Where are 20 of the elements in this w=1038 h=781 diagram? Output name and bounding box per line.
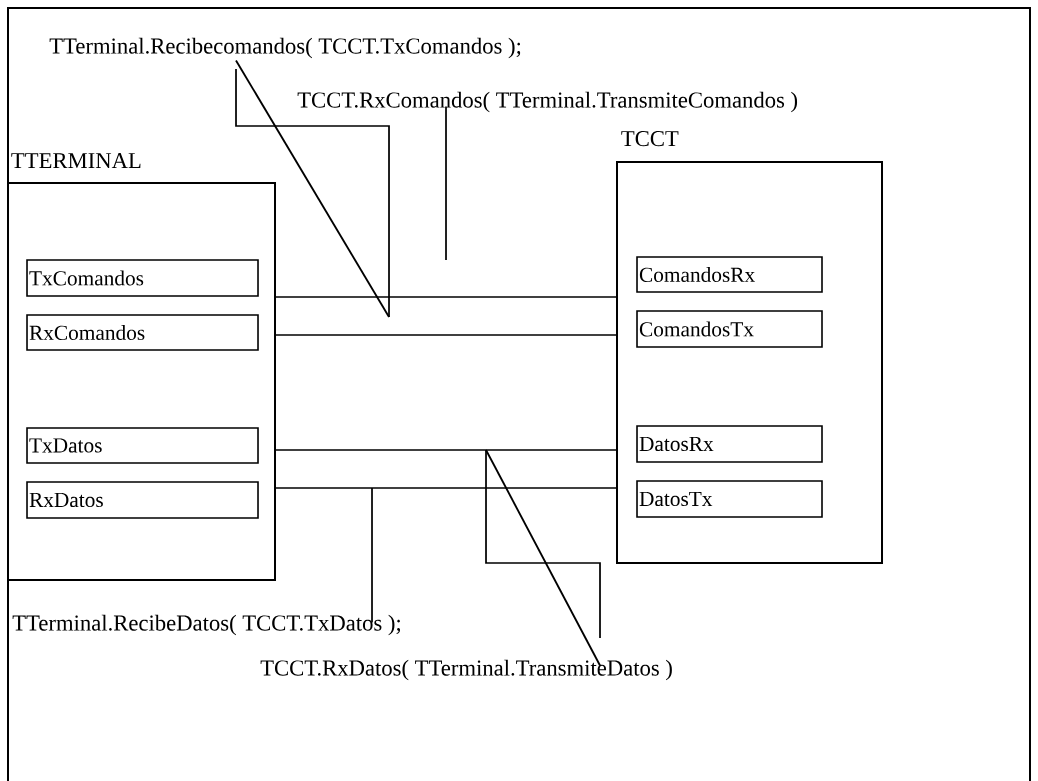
port-box: ComandosTx: [636, 310, 823, 348]
port-box: RxDatos: [26, 481, 259, 519]
port-box: TxComandos: [26, 259, 259, 297]
connector-line: [275, 487, 617, 489]
node-label: TCCT: [621, 130, 679, 147]
port-box: DatosTx: [636, 480, 823, 518]
leader-line: [445, 105, 447, 261]
connector-line: [275, 296, 617, 298]
code-label: TTerminal.Recibecomandos( TCCT.TxComandos );: [49, 37, 521, 59]
connector-line: [275, 449, 617, 451]
node-label: TTERMINAL: [11, 153, 141, 168]
port-box: TxDatos: [26, 427, 259, 464]
code-label: TCCT.RxComandos( TTerminal.TransmiteComandos ): [297, 91, 798, 113]
code-label: TCCT.RxDatos( TTerminal.TransmiteDatos ): [260, 659, 672, 681]
connector-line: [275, 334, 617, 336]
leader-line: [371, 487, 373, 624]
code-label: TTerminal.RecibeDatos( TCCT.TxDatos );: [12, 614, 400, 636]
port-box: ComandosRx: [636, 256, 823, 293]
port-box: RxComandos: [26, 314, 259, 351]
port-box: DatosRx: [636, 425, 823, 463]
